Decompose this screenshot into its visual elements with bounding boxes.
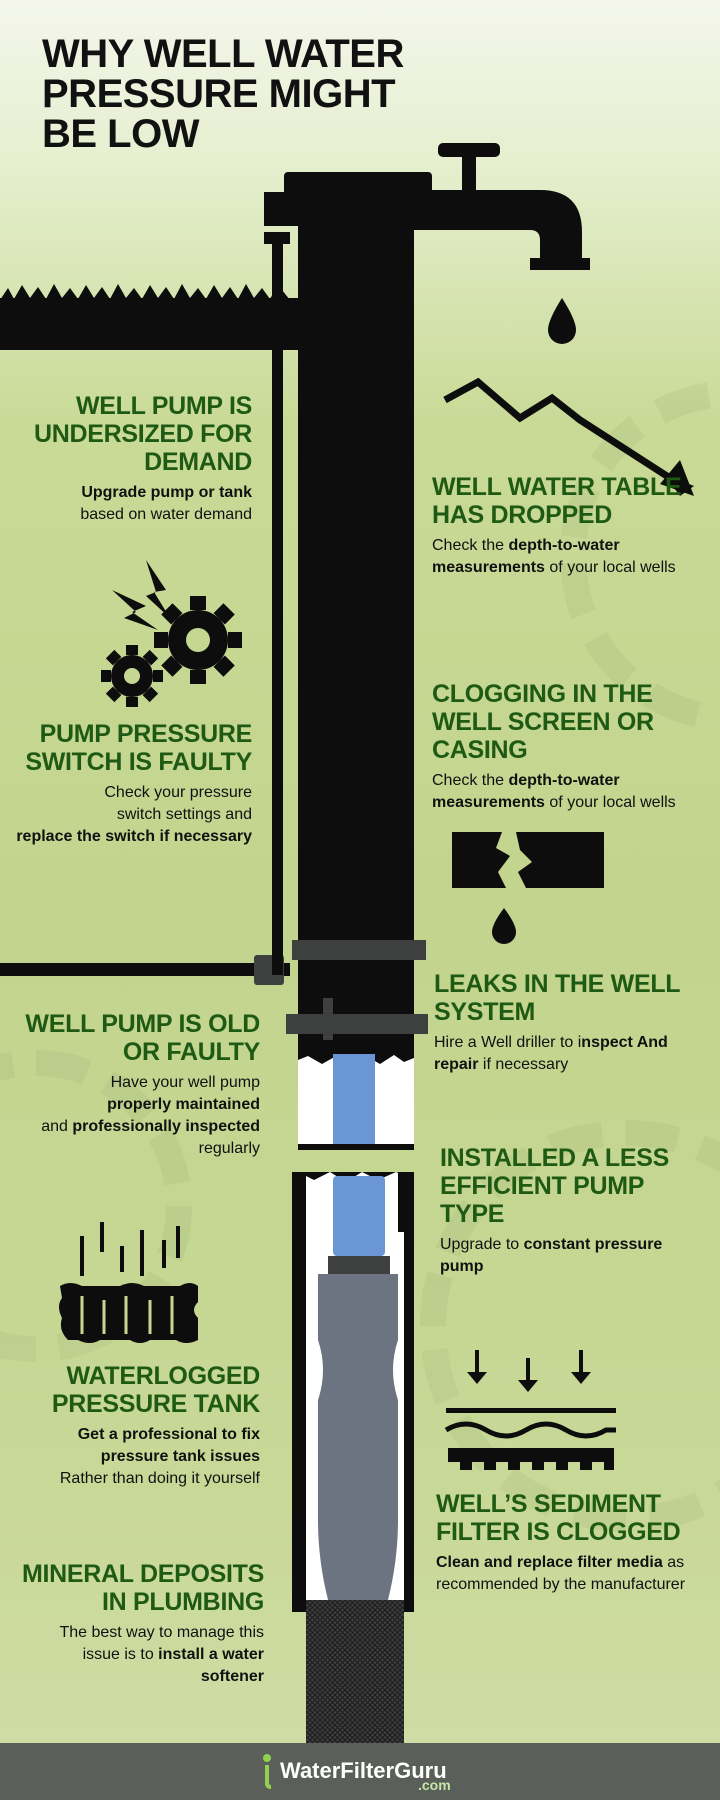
side-pipe bbox=[272, 240, 283, 930]
cause-waterlogged-tank: WATERLOGGED PRESSURE TANK Get a professi… bbox=[10, 1362, 260, 1490]
cause-clogging-screen: CLOGGING IN THE WELL SCREEN OR CASING Ch… bbox=[432, 680, 712, 814]
cause-description: Get a professional to fix pressure tank … bbox=[59, 1426, 260, 1487]
horizontal-pipe bbox=[0, 963, 290, 976]
water-drop-logo-icon bbox=[263, 1754, 272, 1789]
cause-heading: WELL’S SEDIMENT FILTER IS CLOGGED bbox=[436, 1490, 681, 1546]
faucet-icon bbox=[414, 143, 590, 270]
brand-name: WaterFilterGuru bbox=[280, 1758, 447, 1783]
main-well-pipe bbox=[298, 205, 414, 1045]
submersible-pump bbox=[292, 1040, 414, 1743]
declining-arrow-icon bbox=[443, 377, 694, 496]
cause-description: Upgrade to constant pressure pump bbox=[440, 1236, 663, 1275]
cause-heading: WATERLOGGED PRESSURE TANK bbox=[51, 1362, 260, 1418]
pipe-coupling bbox=[292, 940, 426, 960]
cause-pressure-switch: PUMP PRESSURE SWITCH IS FAULTY Check you… bbox=[0, 720, 252, 848]
cause-heading: WELL PUMP IS UNDERSIZED FOR DEMAND bbox=[33, 392, 252, 476]
water-drop-icon bbox=[548, 298, 576, 344]
grass-ground bbox=[0, 284, 300, 350]
cause-heading: WELL PUMP IS OLD OR FAULTY bbox=[25, 1010, 260, 1066]
gears-lightning-icon bbox=[101, 560, 242, 707]
cause-heading: CLOGGING IN THE WELL SCREEN OR CASING bbox=[432, 680, 654, 764]
cause-heading: WELL WATER TABLE HAS DROPPED bbox=[432, 473, 682, 529]
cause-description: Clean and replace filter media as recomm… bbox=[436, 1554, 686, 1593]
cause-description: Check the depth-to-water measurements of… bbox=[432, 772, 676, 811]
cause-leaks: LEAKS IN THE WELL SYSTEM Hire a Well dri… bbox=[434, 970, 714, 1076]
cause-heading: MINERAL DEPOSITS IN PLUMBING bbox=[22, 1560, 264, 1616]
cause-sediment-filter: WELL’S SEDIMENT FILTER IS CLOGGED Clean … bbox=[436, 1490, 706, 1596]
cause-water-table-dropped: WELL WATER TABLE HAS DROPPED Check the d… bbox=[432, 473, 682, 579]
cause-description: Check the depth-to-water measurements of… bbox=[432, 537, 676, 576]
cause-heading: LEAKS IN THE WELL SYSTEM bbox=[434, 970, 680, 1026]
cause-inefficient-pump: INSTALLED A LESS EFFICIENT PUMP TYPE Upg… bbox=[440, 1144, 710, 1278]
cause-old-pump: WELL PUMP IS OLD OR FAULTY Have your wel… bbox=[20, 1010, 260, 1160]
cause-mineral-deposits: MINERAL DEPOSITS IN PLUMBING The best wa… bbox=[20, 1560, 264, 1688]
cause-description: Hire a Well driller to inspect And repai… bbox=[434, 1034, 668, 1073]
sediment-filter-icon bbox=[444, 1350, 616, 1470]
cause-heading: PUMP PRESSURE SWITCH IS FAULTY bbox=[25, 720, 252, 776]
cause-description: The best way to manage this issue is to … bbox=[59, 1624, 264, 1685]
cause-undersized-pump: WELL PUMP IS UNDERSIZED FOR DEMAND Upgra… bbox=[20, 392, 252, 526]
broken-pipe-icon bbox=[452, 832, 604, 944]
brand-logo: WaterFilterGuru .com bbox=[258, 1751, 451, 1793]
waterlogged-tank-icon bbox=[59, 1222, 198, 1343]
cause-heading: INSTALLED A LESS EFFICIENT PUMP TYPE bbox=[440, 1144, 670, 1228]
footer-bar: WaterFilterGuru .com bbox=[0, 1743, 720, 1800]
page-title: WHY WELL WATER PRESSURE MIGHT BE LOW bbox=[42, 32, 404, 156]
brand-domain: .com bbox=[418, 1777, 451, 1793]
